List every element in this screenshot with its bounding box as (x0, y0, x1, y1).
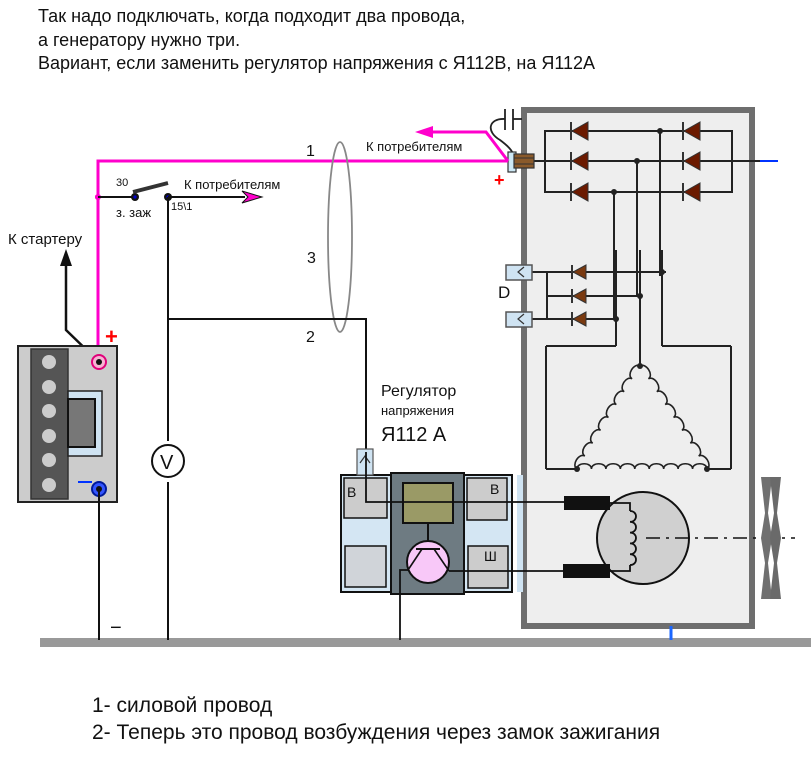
stator-winding (574, 364, 710, 470)
to-consumers-switch-label: К потребителям (184, 177, 280, 192)
excitation-diodes (571, 264, 587, 327)
terminal-d-label: D (498, 283, 510, 302)
rectifier-bridge (500, 130, 765, 320)
title-line-2: а генератору нужно три. (38, 30, 241, 50)
generator-b-plus-terminal (507, 151, 535, 173)
brush-upper (564, 496, 610, 510)
wire-1-label: 1 (306, 143, 315, 160)
battery-plus-label: + (105, 324, 118, 349)
transistor (406, 540, 450, 584)
battery (17, 345, 118, 503)
reg-terminal-b-right (466, 477, 508, 521)
excitation-wire-2 (167, 197, 367, 640)
voltmeter-label: V (160, 452, 174, 474)
terminal-30-label: 30 (116, 177, 128, 189)
terminal-15-label: 15\1 (171, 201, 192, 213)
ground-minus-label: − (110, 617, 122, 639)
power-wire-1 (95, 130, 510, 362)
title-line-3: Вариант, если заменить регулятор напряже… (38, 53, 596, 73)
to-consumers-generator-label: К потребителям (366, 139, 462, 154)
arrow-to-consumers-switch (241, 190, 264, 204)
wire-2-label: 2 (306, 329, 315, 346)
reg-terminal-b-right-label: В (490, 481, 499, 497)
to-starter-label: К стартеру (8, 231, 83, 248)
regulator-subtitle: напряжения (381, 403, 454, 418)
power-diodes (570, 121, 701, 202)
brush-holder-strip (517, 475, 523, 592)
regulator-title: Регулятор (381, 383, 456, 400)
reg-terminal-sh (467, 545, 509, 589)
generator-minus-label: − (760, 151, 771, 171)
brush-lower (563, 564, 610, 578)
terminal-d-connectors (505, 264, 533, 328)
legend-item-2: 2- Теперь это провод возбуждения через з… (92, 721, 661, 744)
voltage-regulator (340, 448, 513, 595)
voltmeter (151, 444, 185, 478)
regulator-wires (365, 452, 565, 640)
pulley (761, 477, 772, 599)
ground-bar (40, 638, 811, 647)
wire-bundle-3 (327, 141, 353, 333)
legend-item-1: 1- силовой провод (92, 694, 273, 717)
excitation-diode-bus (520, 250, 732, 470)
arrow-to-consumers-generator (415, 126, 433, 138)
capacitor (489, 109, 522, 157)
generator-plus-label: + (494, 170, 505, 190)
generator: D (498, 107, 795, 640)
reg-terminal-sh-label: Ш (484, 548, 497, 564)
ignition-switch-label: з. заж (116, 205, 151, 220)
wire-3-label: 3 (307, 250, 316, 267)
reg-terminal-b-left-label: В (347, 484, 356, 500)
title-line-1: Так надо подключать, когда подходит два … (38, 6, 466, 26)
arrow-to-starter (60, 249, 72, 266)
regulator-model: Я112 А (381, 424, 447, 446)
